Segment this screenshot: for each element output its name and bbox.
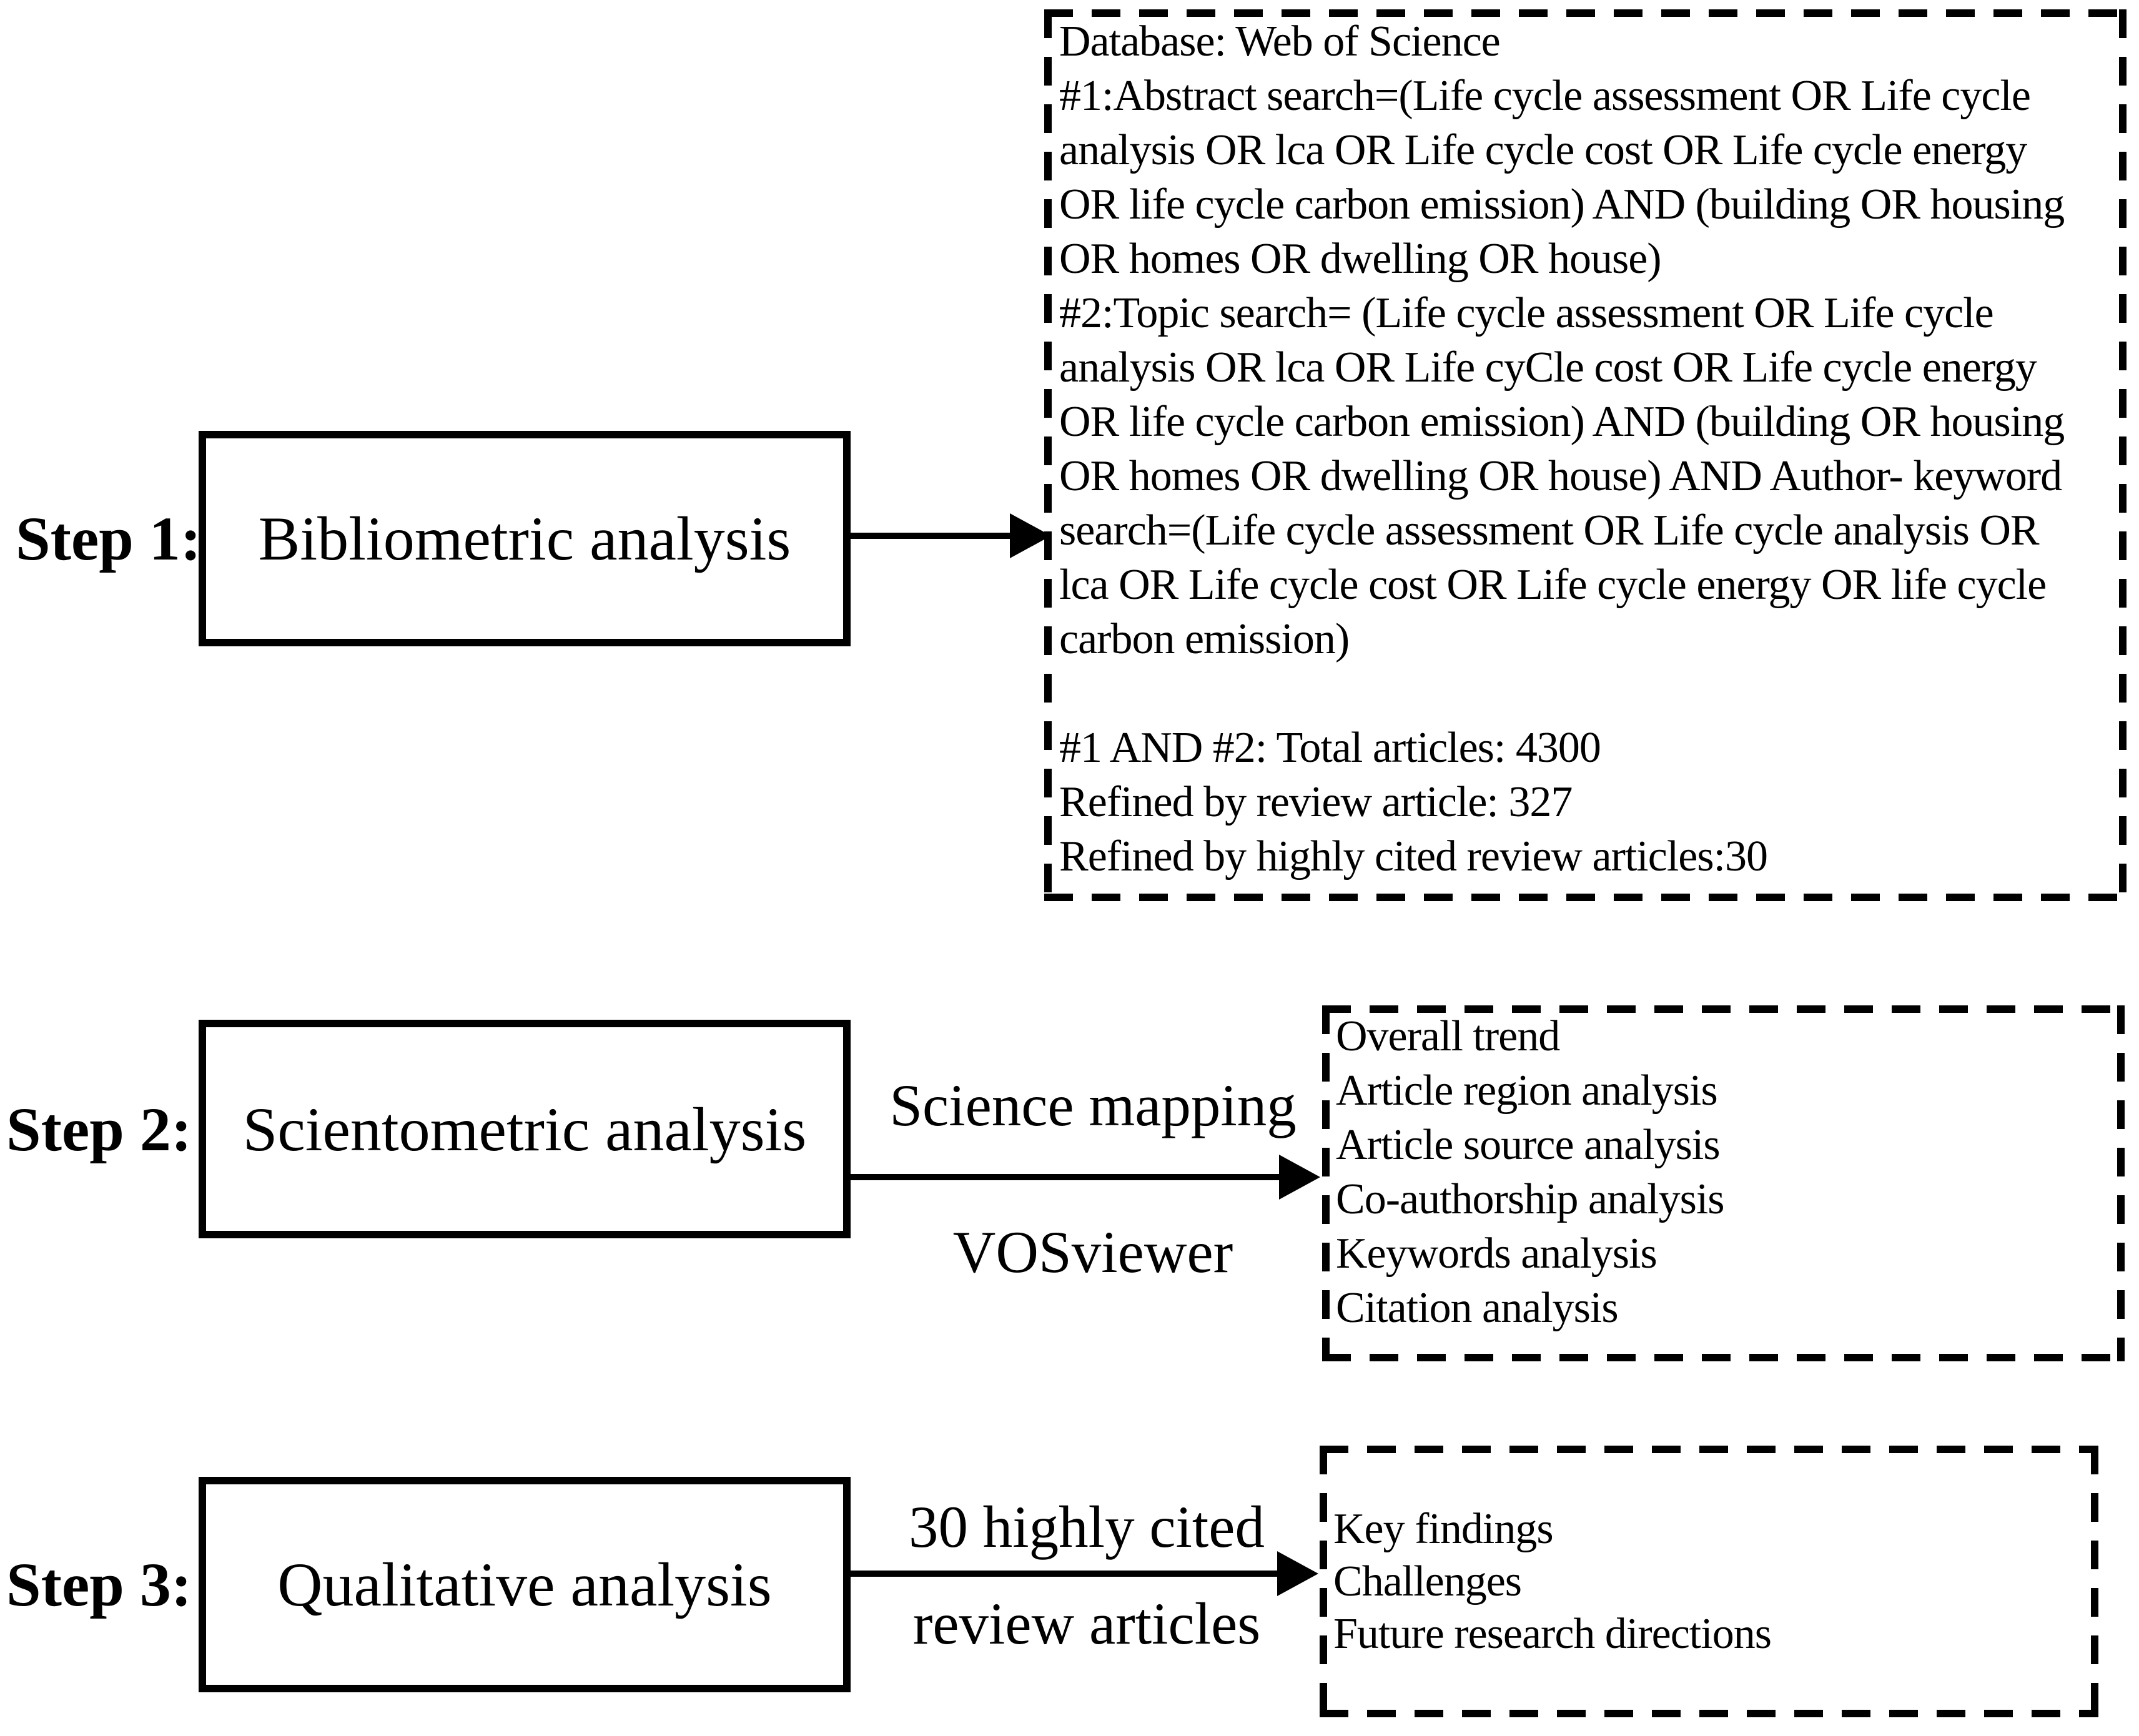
step-2-arrow-shaft [851,1174,1283,1180]
output-line: carbon emission) [1059,615,1350,663]
output-line: #1:Abstract search=(Life cycle assessmen… [1059,72,2031,120]
step-3-box-title: Qualitative analysis [277,1550,772,1619]
step-1-arrow-shaft [851,533,1013,539]
step-3-box: Qualitative analysis [199,1477,851,1692]
step-3-label: Step 3: [6,1550,192,1619]
output-line: #2:Topic search= (Life cycle assessment … [1059,289,1994,337]
step-1-label: Step 1: [16,504,202,573]
output-line: Keywords analysis [1336,1230,1657,1278]
step-2-output-box: Overall trend Article region analysis Ar… [1322,1005,2125,1361]
output-line: Refined by review article: 327 [1059,778,1573,826]
step-1-output-box: Database: Web of Science #1:Abstract sea… [1044,9,2127,901]
step-2-arrow-label-top: Science mapping [889,1072,1297,1138]
output-line: analysis OR lca OR Life cyCle cost OR Li… [1059,343,2037,392]
step-2-arrow-label-bottom: VOSviewer [952,1219,1233,1285]
step-3-arrow-label-top: 30 highly cited [909,1494,1265,1560]
output-line: lca OR Life cycle cost OR Life cycle ene… [1059,561,2047,609]
step-2-arrowhead-icon [1279,1155,1320,1200]
step-3-output-box: Key findings Challenges Future research … [1320,1446,2098,1717]
output-line: OR life cycle carbon emission) AND (buil… [1059,180,2065,229]
output-line: Article source analysis [1336,1121,1721,1169]
step-3-arrowhead-icon [1277,1551,1318,1596]
output-line: OR life cycle carbon emission) AND (buil… [1059,398,2065,446]
step-3-arrow-label-bottom: review articles [912,1591,1261,1657]
step-1-box-title: Bibliometric analysis [258,504,791,573]
output-line: Overall trend [1336,1012,1560,1060]
step-2-box: Scientometric analysis [199,1020,851,1238]
output-line: Challenges [1333,1557,1522,1605]
output-line: Citation analysis [1336,1284,1619,1332]
output-line-blank [1059,666,2120,721]
output-line: Database: Web of Science [1059,17,1501,66]
step-2-label: Step 2: [6,1094,192,1164]
step-2-box-title: Scientometric analysis [242,1094,807,1164]
output-line: OR homes OR dwelling OR house) AND Autho… [1059,452,2062,500]
output-line: Key findings [1333,1504,1554,1553]
output-line: #1 AND #2: Total articles: 4300 [1059,724,1601,772]
step-1-box: Bibliometric analysis [199,431,851,646]
output-line: Future research directions [1333,1609,1772,1658]
output-line: search=(Life cycle assessment OR Life cy… [1059,506,2040,555]
output-line: OR homes OR dwelling OR house) [1059,235,1662,283]
output-line: Refined by highly cited review articles:… [1059,832,1768,880]
step-1-arrowhead-icon [1010,513,1051,558]
output-line: analysis OR lca OR Life cycle cost OR Li… [1059,126,2027,174]
step-3-arrow-shaft [851,1571,1280,1577]
output-line: Article region analysis [1336,1067,1718,1115]
output-line: Co-authorship analysis [1336,1175,1725,1223]
